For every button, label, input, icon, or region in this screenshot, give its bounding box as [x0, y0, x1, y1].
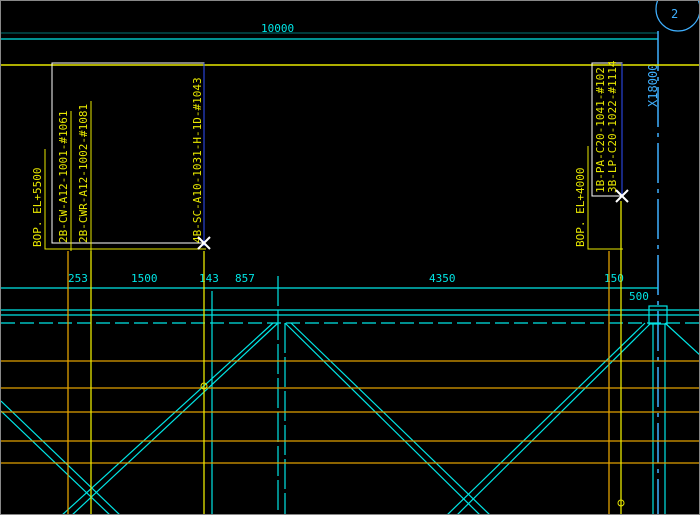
grid-bubble-label: 2: [671, 7, 678, 21]
pipe-support-marker: [617, 499, 625, 507]
elevation-label-right: BOP. EL+4000: [574, 168, 587, 247]
pipe-run-horizontal: [1, 360, 699, 464]
elevation-label-left: BOP. EL+5500: [31, 168, 44, 247]
selection-box-left: [51, 62, 205, 244]
top-dimension-text: 10000: [261, 22, 294, 35]
pipe-tag[interactable]: 4B-SC-A10-1031-H-1D-#1043: [191, 77, 204, 243]
dimension-text: 500: [629, 290, 649, 303]
dimension-text: 857: [235, 272, 255, 285]
elevation-leader-left: [44, 149, 206, 250]
dimension-text: 1500: [131, 272, 158, 285]
pipe-tag[interactable]: 1B-PA-C20-1041-#102: [594, 67, 607, 193]
top-dimension-line: [1, 32, 658, 40]
pipe-run-vertical: [67, 201, 622, 514]
grid-bubble: [655, 1, 699, 32]
steel-structure: [1, 276, 699, 514]
dimension-text: 4350: [429, 272, 456, 285]
dimension-text: 143: [199, 272, 219, 285]
pipe-tag[interactable]: 3B-LP-C20-1022-#1114: [606, 60, 619, 193]
pipe-tag[interactable]: 2B-CWR-A12-1002-#1081: [77, 104, 90, 243]
snap-marker: [197, 236, 211, 250]
dimension-text: 253: [68, 272, 88, 285]
pipe-tag[interactable]: 2B-CW-A12-1001-#1061: [57, 111, 70, 243]
elevation-leader-right: [587, 146, 623, 250]
snap-marker: [615, 189, 629, 203]
grid-label: X18000: [646, 64, 660, 107]
pipe-support-marker: [200, 382, 208, 390]
